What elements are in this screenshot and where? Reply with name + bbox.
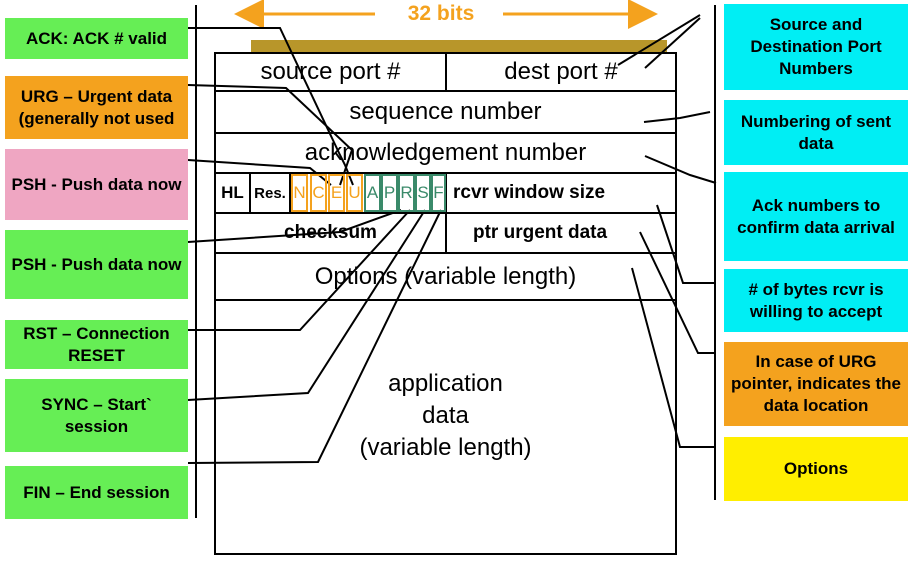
left-divider (195, 5, 197, 518)
options-field: Options (variable length) (314, 262, 577, 290)
flag-e: E (328, 174, 345, 212)
connector-rst (188, 209, 411, 331)
res-field: Res. (254, 184, 286, 202)
row-divider-6 (214, 299, 677, 301)
label-psh-flag-2: PSH - Push data now (5, 230, 188, 299)
flag-f: F (431, 174, 446, 212)
connector-ack-num (644, 155, 717, 184)
window-size-field: rcvr window size (453, 182, 606, 203)
label-window-desc: # of bytes rcvr is willing to accept (724, 269, 908, 332)
connector-window (656, 204, 716, 284)
connector-seq (643, 111, 711, 123)
flag-c: C (310, 174, 327, 212)
source-port-field: source port # (260, 58, 401, 85)
label-sequence-desc: Numbering of sent data (724, 100, 908, 165)
col-divider-ports (445, 52, 447, 92)
col-divider-hl (249, 172, 251, 212)
flag-u: U (346, 174, 363, 212)
row-divider-2 (214, 132, 677, 134)
sequence-number-field: sequence number (349, 98, 542, 125)
flag-n: N (291, 174, 308, 212)
label-rst-flag: RST – Connection RESET (5, 320, 188, 369)
label-port-numbers: Source and Destination Port Numbers (724, 4, 908, 90)
label-fin-flag: FIN – End session (5, 466, 188, 519)
col-divider-flags (445, 172, 447, 254)
urgent-pointer-field: ptr urgent data (473, 222, 608, 243)
header-top-bar (251, 40, 667, 52)
flag-p: P (381, 174, 398, 212)
label-ack-flag: ACK: ACK # valid (5, 18, 188, 59)
connector-ports-a (617, 14, 701, 66)
label-syn-flag: SYNC – Start` session (5, 379, 188, 452)
flag-a: A (364, 174, 381, 212)
label-urg-flag: URG – Urgent data (generally not used (5, 76, 188, 139)
label-options-desc: Options (724, 437, 908, 501)
connector-urgptr (639, 231, 716, 354)
connector-psh1 (187, 159, 332, 186)
connector-options (631, 267, 716, 448)
label-urgptr-desc: In case of URG pointer, indicates the da… (724, 342, 908, 426)
connector-fin (187, 209, 442, 464)
width-label: 32 bits (407, 2, 475, 25)
app-data-line1: application (388, 370, 503, 397)
label-ack-desc: Ack numbers to confirm data arrival (724, 172, 908, 261)
app-data-line2: data (422, 402, 469, 429)
connector-urg (187, 84, 354, 186)
flag-s: S (415, 174, 431, 212)
hl-field: HL (221, 183, 244, 202)
dest-port-field: dest port # (504, 58, 618, 85)
checksum-field: checksum (284, 222, 377, 243)
flag-r: R (398, 174, 415, 212)
connector-psh2 (187, 209, 402, 243)
app-data-line3: (variable length) (359, 434, 532, 461)
col-divider-res (289, 172, 291, 212)
connector-ack (188, 27, 354, 186)
label-psh-flag-1: PSH - Push data now (5, 149, 188, 220)
ack-number-field: acknowledgement number (304, 139, 587, 166)
right-divider (714, 5, 716, 500)
connector-ports-b (644, 17, 701, 69)
connector-sync (187, 209, 426, 401)
